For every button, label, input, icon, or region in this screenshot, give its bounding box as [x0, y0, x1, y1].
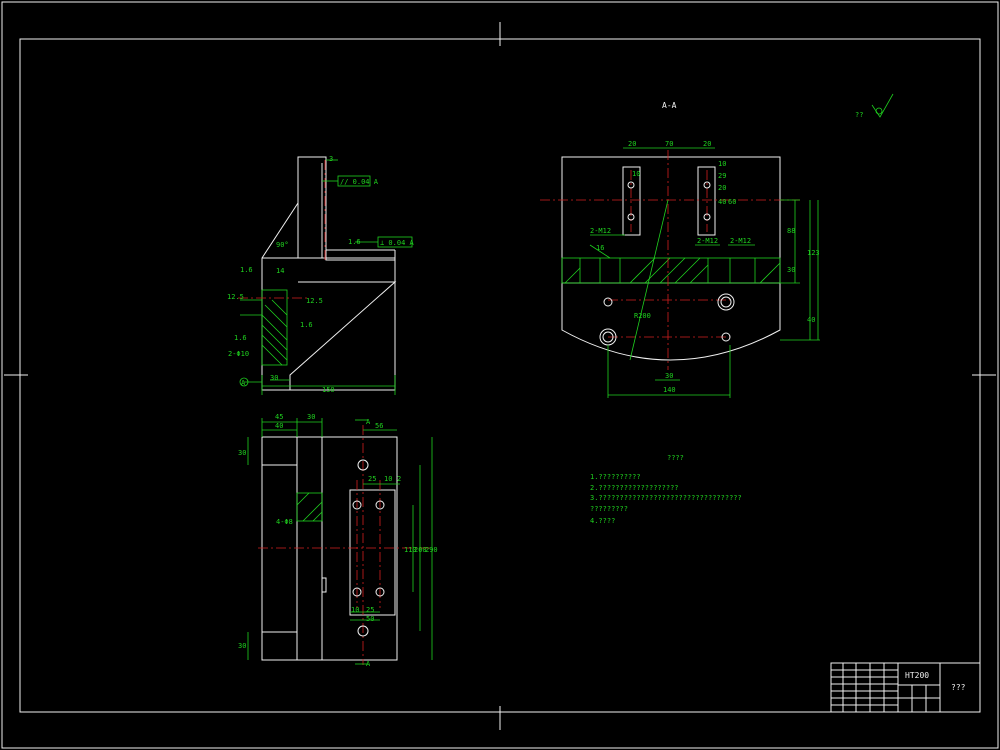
plan-dim-56: 56: [375, 422, 383, 430]
tech-item-1: 1.??????????: [590, 473, 641, 481]
roughness-note: ??: [855, 111, 863, 119]
sec-thread-c: 2-M12: [730, 237, 751, 245]
plan-dim-30v2: 30: [238, 642, 246, 650]
frame-border: [19, 38, 981, 713]
plan-dim-40: 40: [275, 422, 283, 430]
sec-dim-20: 20: [628, 140, 636, 148]
sec-thread-a: 2-M12: [590, 227, 611, 235]
plan-dim-200: 200: [414, 546, 427, 554]
sec-dim-16: 16: [596, 244, 604, 252]
sec-dim-29: 29: [718, 172, 726, 180]
plan-dim-290: 290: [425, 546, 438, 554]
sec-dim-60: 60: [728, 198, 736, 206]
side-dim-150: 150: [322, 386, 335, 394]
side-dim-30: 30: [270, 374, 278, 382]
side-dim-125: 12.5: [227, 293, 244, 301]
center-marks: [4, 22, 996, 730]
sec-dim-20c: 20: [718, 184, 726, 192]
sec-dim-20b: 20: [703, 140, 711, 148]
tech-item-4: 4.????: [590, 517, 615, 525]
tech-item-3: 3.??????????????????????????????????: [590, 494, 742, 502]
sec-dim-10: 10: [632, 170, 640, 178]
sec-dim-10b: 10: [718, 160, 726, 168]
side-hole: 2-Φ10: [228, 350, 249, 358]
sec-dim-30b: 30: [665, 372, 673, 380]
roughness-symbol: ??: [855, 93, 894, 119]
title-material: HT200: [905, 671, 929, 680]
side-view: 3 // 0.04 A ⊥ 0.04 A 1.6 90° 1.6 14 12.5…: [227, 155, 415, 395]
sec-dim-40b: 40: [807, 316, 815, 324]
plan-view: 45 40 30 56 A A 30 30 25 10 2 110 200 29…: [238, 413, 438, 668]
sec-radius: R200: [634, 312, 651, 320]
plan-dim-25b: 25: [366, 606, 374, 614]
side-dim-14: 14: [276, 267, 284, 275]
section-view: A-A: [540, 101, 820, 398]
plan-dim-25: 25: [368, 475, 376, 483]
section-label: A-A: [662, 101, 677, 110]
tech-requirements: ???? 1.?????????? 2.??????????????????? …: [590, 454, 742, 525]
plan-dim-2: 2: [397, 475, 401, 483]
side-tol-perp: ⊥ 0.04 A: [380, 239, 415, 247]
side-rough-c: 1.6: [300, 321, 313, 329]
sec-dim-70: 70: [665, 140, 673, 148]
tech-item-3b: ?????????: [590, 505, 628, 513]
side-rough-d: 1.6: [234, 334, 247, 342]
plan-dim-30: 30: [307, 413, 315, 421]
plan-dim-50: 50: [366, 615, 374, 623]
side-dim-3: 3: [329, 155, 333, 163]
sec-dim-88: 88: [787, 227, 795, 235]
side-tol-parallel: // 0.04 A: [340, 178, 379, 186]
side-dim-125b: 12.5: [306, 297, 323, 305]
side-angle: 90°: [276, 241, 289, 249]
plan-dim-45: 45: [275, 413, 283, 421]
sec-thread-b: 2-M12: [697, 237, 718, 245]
plan-dim-10: 10: [384, 475, 392, 483]
sec-dim-140: 140: [663, 386, 676, 394]
title-block: HT200 ???: [830, 662, 981, 713]
plan-hole-callout: 4-Φ8: [276, 518, 293, 526]
plan-section-a-top: A: [366, 418, 371, 426]
plan-dim-10b: 10: [351, 606, 359, 614]
plan-dim-30v: 30: [238, 449, 246, 457]
tech-title: ????: [667, 454, 684, 462]
sec-dim-123: 123: [807, 249, 820, 257]
side-rough-a: 1.6: [348, 238, 361, 246]
tech-item-2: 2.???????????????????: [590, 484, 679, 492]
sec-dim-30: 30: [787, 266, 795, 274]
plan-section-a-bottom: A: [366, 660, 371, 668]
plan-dim-110: 110: [404, 546, 417, 554]
title-part-name: ???: [951, 683, 966, 692]
sec-dim-40: 40: [718, 198, 726, 206]
side-datum-a: A: [241, 379, 246, 387]
side-rough-b: 1.6: [240, 266, 253, 274]
